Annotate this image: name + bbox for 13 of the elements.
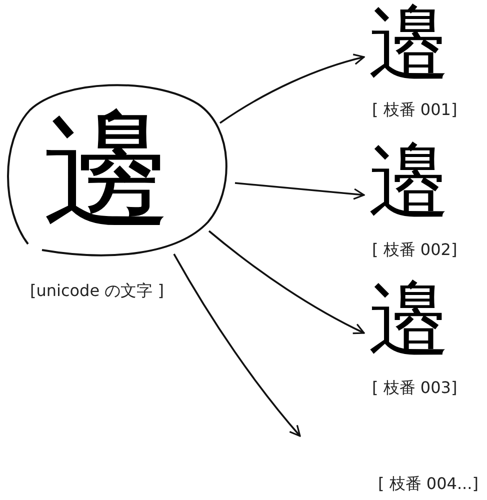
arrow [173, 254, 301, 437]
kanji-character: 邉 [368, 278, 450, 360]
kanji-character: 邉 [368, 2, 450, 84]
arrow [220, 54, 365, 124]
kanji-character: 邉 [368, 140, 450, 222]
branch-number: [ 枝番 001] [372, 102, 458, 118]
branch-number: [ 枝番 004...] [378, 476, 478, 492]
arrow [208, 230, 365, 334]
kanji-character: 邊 [42, 104, 172, 234]
branch-number: [ 枝番 002] [372, 242, 458, 258]
arrow [234, 182, 365, 200]
branch-number: [ 枝番 003] [372, 380, 458, 396]
node-label: [unicode の文字 ] [30, 283, 164, 299]
